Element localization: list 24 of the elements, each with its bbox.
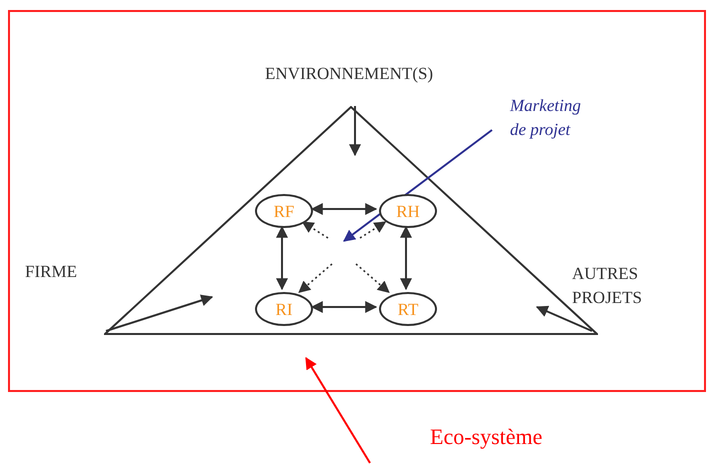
arrow bbox=[298, 263, 333, 294]
annotation-text: Marketing de projet bbox=[510, 95, 582, 141]
direction-arrow bbox=[349, 106, 361, 156]
arrow bbox=[400, 226, 412, 290]
ellipse-node bbox=[255, 194, 313, 228]
arrow bbox=[310, 301, 378, 313]
node-label: RI bbox=[274, 300, 294, 320]
arrow bbox=[310, 203, 378, 215]
caption-text: Eco-système bbox=[430, 424, 542, 450]
arrow bbox=[360, 221, 386, 239]
arrow bbox=[305, 356, 371, 464]
direction-arrow bbox=[106, 294, 214, 332]
vertex-label: FIRME bbox=[25, 262, 77, 282]
ellipse-node bbox=[379, 194, 437, 228]
node-label: RH bbox=[395, 202, 421, 222]
node-label: RF bbox=[272, 202, 296, 222]
direction-arrow bbox=[536, 306, 592, 332]
arrow bbox=[276, 226, 288, 290]
vertex-label: ENVIRONNEMENT(S) bbox=[265, 64, 434, 84]
vertex-label: AUTRES PROJETS bbox=[572, 263, 643, 309]
arrow bbox=[355, 263, 390, 294]
arrow bbox=[302, 221, 328, 239]
node-label: RT bbox=[396, 300, 420, 320]
ecosystem-frame bbox=[8, 10, 706, 392]
